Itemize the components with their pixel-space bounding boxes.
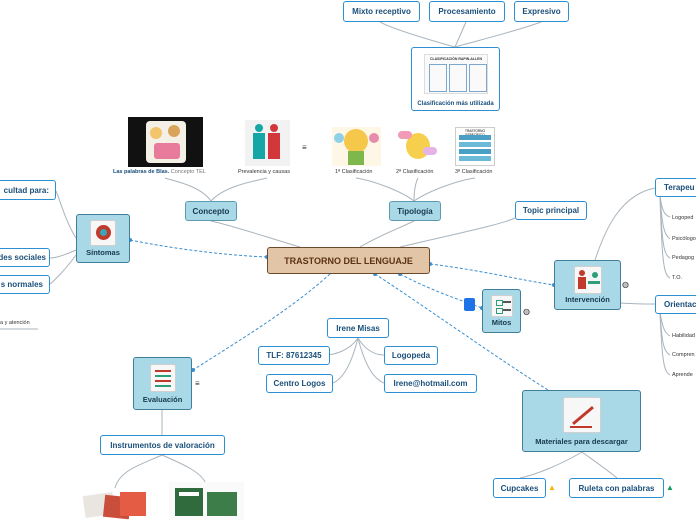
orientac-item-aprendizaje[interactable]: Aprende <box>672 372 693 378</box>
node-concepto[interactable]: Concepto <box>185 201 237 221</box>
node-irene-misas[interactable]: Irene Misas <box>327 318 389 338</box>
node-materiales[interactable]: Materiales para descargar <box>522 390 641 452</box>
node-logopeda[interactable]: Logopeda <box>384 346 438 365</box>
note-icon[interactable]: ≡ <box>302 143 307 152</box>
image-clasificacion-2[interactable] <box>396 127 439 166</box>
classification-caption: Clasificación más utilizada <box>417 101 494 107</box>
checklist-icon <box>490 295 513 317</box>
node-sintomas-sociales[interactable]: des sociales <box>0 248 50 267</box>
drive-icon[interactable]: ▲ <box>548 483 556 492</box>
abacus-icon <box>149 364 176 392</box>
sintomas-label: Síntomas <box>86 248 120 257</box>
node-centro-logos[interactable]: Centro Logos <box>266 374 333 393</box>
materiales-label: Materiales para descargar <box>535 437 628 446</box>
prevalencia-caption: Prevalencia y causas <box>238 169 290 175</box>
clasificacion-3-caption: 3ª Clasificación <box>455 169 493 175</box>
image-instrument-kit[interactable] <box>169 482 244 520</box>
terapeu-item-to[interactable]: T.O. <box>672 275 683 281</box>
central-topic[interactable]: TRASTORNO DEL LENGUAJE <box>267 247 430 274</box>
node-cupcakes[interactable]: Cupcakes <box>493 478 546 498</box>
marker-square-icon <box>464 298 475 311</box>
clasificacion-1-caption: 1ª Clasificación <box>335 169 373 175</box>
brain-icon <box>90 220 116 246</box>
classification-sheet-image: CLASIFICACIÓN RAPIN-ALLEN <box>424 54 488 94</box>
node-sintomas-normales[interactable]: s normales <box>0 275 50 294</box>
node-terapeutas[interactable]: Terapeu <box>655 178 696 197</box>
terapeu-item-psicologo[interactable]: Psicólogo <box>672 236 696 242</box>
node-sintomas[interactable]: Síntomas <box>76 214 130 263</box>
clasificacion-2-caption: 2ª Clasificación <box>396 169 434 175</box>
evaluacion-label: Evaluación <box>142 395 183 404</box>
classification-card[interactable]: CLASIFICACIÓN RAPIN-ALLEN Clasificación … <box>411 47 500 111</box>
node-telefono[interactable]: TLF: 87612345 <box>258 346 330 365</box>
node-expresivo[interactable]: Expresivo <box>514 1 569 22</box>
sheet-title: CLASIFICACIÓN RAPIN-ALLEN <box>429 57 483 61</box>
node-email[interactable]: Irene@hotmail.com <box>384 374 477 393</box>
node-tipologia[interactable]: Tipología <box>389 201 441 221</box>
mitos-label: Mitos <box>491 318 512 327</box>
image-las-palabras-de-blas[interactable] <box>128 117 203 167</box>
node-sintomas-dificultad[interactable]: cultad para: <box>0 180 56 200</box>
node-topic-principal[interactable]: Topic principal <box>515 201 587 220</box>
drive-icon-ruleta[interactable]: ▲ <box>666 483 674 492</box>
image-clasificacion-1[interactable] <box>332 127 381 166</box>
intervencion-label: Intervención <box>565 295 610 304</box>
globe-icon-mitos[interactable]: ◍ <box>523 307 530 316</box>
concepto-image-caption: Las palabras de Blas. Concepto TEL <box>113 169 206 175</box>
download-pen-icon <box>562 397 601 433</box>
node-instrumentos[interactable]: Instrumentos de valoración <box>100 435 225 455</box>
terapeu-item-logopeda[interactable]: Logoped <box>672 215 694 221</box>
node-orientacion[interactable]: Orientac <box>655 295 696 314</box>
sintomas-leaf-atencion[interactable]: a y atención <box>0 320 30 326</box>
node-mitos[interactable]: Mitos <box>482 289 521 333</box>
orientac-item-comprension[interactable]: Compren <box>672 352 695 358</box>
orientac-item-habilidad[interactable]: Habilidad <box>672 333 695 339</box>
node-mixto-receptivo[interactable]: Mixto receptivo <box>343 1 420 22</box>
node-procesamiento[interactable]: Procesamiento <box>429 1 505 22</box>
globe-icon[interactable]: ◍ <box>622 280 629 289</box>
node-evaluacion[interactable]: Evaluación <box>133 357 192 410</box>
node-intervencion[interactable]: Intervención <box>554 260 621 310</box>
therapy-icon <box>573 266 602 294</box>
image-prevalencia[interactable] <box>245 120 290 166</box>
node-ruleta[interactable]: Ruleta con palabras <box>569 478 664 498</box>
note-icon-evaluacion[interactable]: ≡ <box>195 379 200 388</box>
image-clasificacion-3[interactable]: TRASTORNO ESPECÍFICO <box>455 127 495 166</box>
image-instrument-cards[interactable] <box>82 488 150 520</box>
terapeu-item-pedagogo[interactable]: Pedagog <box>672 255 695 261</box>
